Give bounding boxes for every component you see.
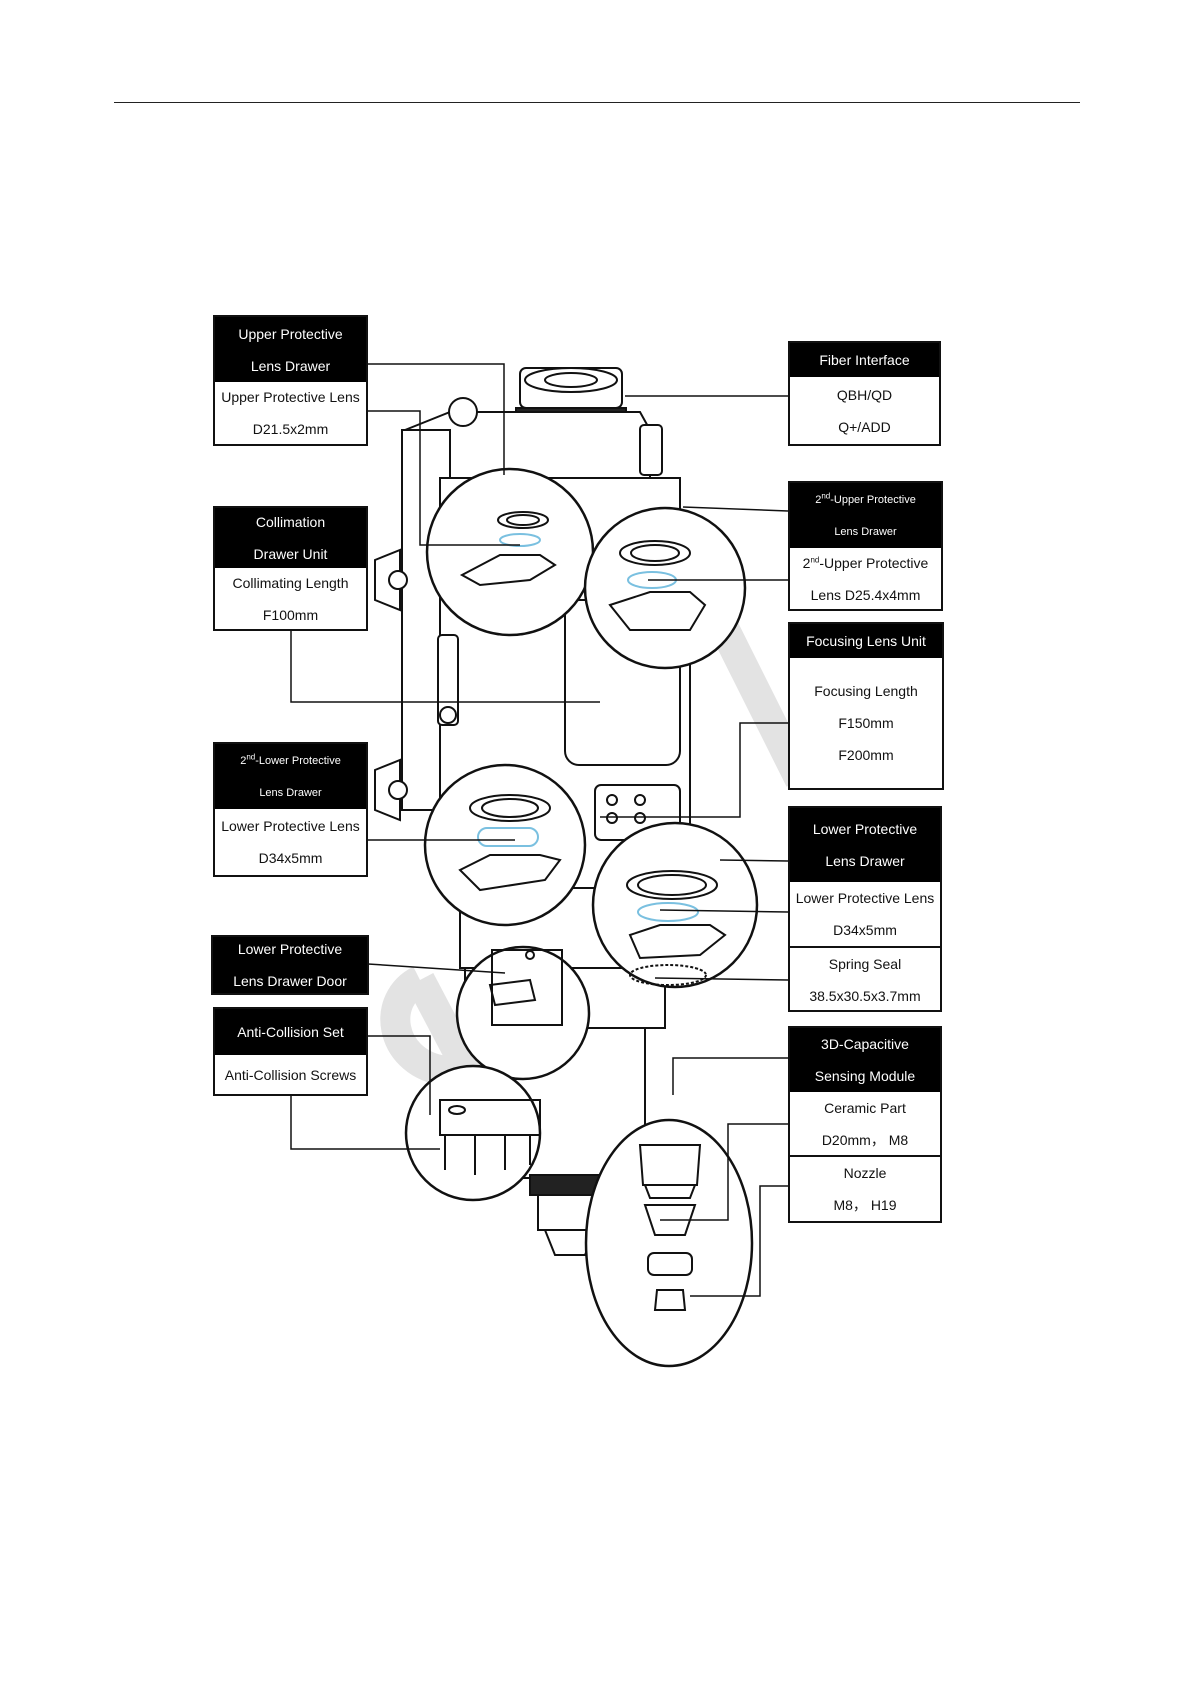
- row-text: Focusing Length: [814, 683, 918, 699]
- callout-header: Anti-Collision Set: [215, 1009, 366, 1055]
- row-text: Anti-Collision Screws: [224, 1066, 357, 1083]
- row-text: D34x5mm: [258, 850, 323, 866]
- title-line-2: Drawer Unit: [253, 546, 328, 562]
- title-line-1: Lower Protective: [237, 941, 343, 957]
- callout-row: Focusing Length F150mm F200mm: [790, 658, 942, 788]
- circle-contents: [439, 511, 727, 1311]
- ordinal-suffix: nd: [810, 554, 820, 564]
- callout-row: Nozzle M8， H19: [790, 1155, 940, 1221]
- row-text: Lower Protective Lens: [795, 890, 935, 906]
- row-text: Collimating Length: [232, 574, 349, 591]
- row-text: F100mm: [262, 606, 319, 623]
- title-text: -Lower Protective: [255, 754, 341, 767]
- callout-row: Lower Protective Lens D34x5mm: [790, 882, 940, 946]
- callout-row: Spring Seal 38.5x30.5x3.7mm: [790, 946, 940, 1012]
- title-line-1: Lower Protective: [812, 821, 918, 837]
- row-text: QBH/QD: [836, 386, 893, 403]
- title-line-2: Lens Drawer: [825, 853, 905, 869]
- callout-header: 2nd-Upper Protective Lens Drawer: [790, 483, 941, 548]
- title-line-1: Fiber Interface: [819, 352, 910, 368]
- leader-lines: [290, 363, 940, 1297]
- header-rule: [114, 102, 1080, 103]
- title-line-1: 2nd-Upper Protective: [815, 484, 916, 516]
- title-line-1: Anti-Collision Set: [237, 1024, 344, 1040]
- callout-row: 2nd-Upper Protective Lens D25.4x4mm: [790, 548, 941, 609]
- title-line-1: Collimation: [255, 514, 326, 530]
- callout-fiber-interface: Fiber Interface QBH/QD Q+/ADD: [788, 341, 941, 446]
- title-line-2: Lens Drawer Door: [233, 973, 347, 989]
- callout-row: QBH/QD Q+/ADD: [790, 377, 939, 444]
- row-text: D20mm， M8: [821, 1131, 909, 1148]
- row-text: 38.5x30.5x3.7mm: [809, 988, 921, 1004]
- title-line-1: Upper Protective: [238, 325, 343, 342]
- row-text: Lens D25.4x4mm: [810, 586, 921, 603]
- callout-header: Fiber Interface: [790, 343, 939, 377]
- row-text-part: -Upper Protective: [819, 554, 929, 571]
- row-text: Nozzle: [843, 1165, 887, 1181]
- row-text: D21.5x2mm: [252, 421, 329, 437]
- callout-header: Lower Protective Lens Drawer Door: [213, 937, 367, 993]
- callout-upper-protective-drawer: Upper Protective Lens Drawer Upper Prote…: [213, 315, 368, 446]
- callout-header: 2nd-Lower Protective Lens Drawer: [215, 744, 366, 809]
- callout-lower-protective-drawer: Lower Protective Lens Drawer Lower Prote…: [788, 806, 942, 1012]
- title-line-2: Lens Drawer: [250, 357, 331, 374]
- callout-focusing-lens-unit: Focusing Lens Unit Focusing Length F150m…: [788, 622, 944, 790]
- callout-row: Anti-Collision Screws: [215, 1055, 366, 1094]
- row-text: M8， H19: [833, 1197, 897, 1213]
- row-text: Q+/ADD: [838, 418, 891, 435]
- callout-second-upper-protective: 2nd-Upper Protective Lens Drawer 2nd-Upp…: [788, 481, 943, 611]
- row-text: Ceramic Part: [824, 1099, 906, 1116]
- callout-header: 3D-Capacitive Sensing Module: [790, 1028, 940, 1092]
- callout-header: Focusing Lens Unit: [790, 624, 942, 658]
- row-text: Lower Protective Lens: [221, 818, 360, 834]
- title-text: -Upper Protective: [830, 493, 916, 506]
- callout-collimation-drawer: Collimation Drawer Unit Collimating Leng…: [213, 506, 368, 631]
- ordinal-suffix: nd: [246, 751, 256, 761]
- callout-second-lower-protective: 2nd-Lower Protective Lens Drawer Lower P…: [213, 742, 368, 877]
- title-line-2: Sensing Module: [814, 1068, 916, 1084]
- title-line-1: 2nd-Lower Protective: [240, 745, 341, 777]
- title-line-2: Lens Drawer: [834, 525, 897, 538]
- row-text: F150mm: [838, 715, 894, 731]
- row-text: 2nd-Upper Protective: [803, 547, 929, 579]
- row-text: D34x5mm: [833, 922, 897, 938]
- callout-header: Upper Protective Lens Drawer: [215, 317, 366, 382]
- callout-anti-collision-set: Anti-Collision Set Anti-Collision Screws: [213, 1007, 368, 1096]
- ordinal-suffix: nd: [821, 490, 831, 500]
- callout-capacitive-sensing-module: 3D-Capacitive Sensing Module Ceramic Par…: [788, 1026, 942, 1223]
- ordinal: 2: [815, 493, 822, 506]
- row-text: Upper Protective Lens: [221, 389, 360, 405]
- callout-lower-drawer-door: Lower Protective Lens Drawer Door: [211, 935, 369, 995]
- ordinal: 2: [240, 754, 247, 767]
- callout-row: Lower Protective Lens D34x5mm: [215, 809, 366, 875]
- callout-row: Collimating Length F100mm: [215, 568, 366, 629]
- ordinal: 2: [802, 554, 811, 571]
- callout-row: Upper Protective Lens D21.5x2mm: [215, 382, 366, 444]
- row-text: Spring Seal: [828, 956, 902, 972]
- title-line-1: 3D-Capacitive: [821, 1036, 909, 1052]
- row-text: F200mm: [838, 747, 894, 763]
- callout-header: Lower Protective Lens Drawer: [790, 808, 940, 882]
- callout-header: Collimation Drawer Unit: [215, 508, 366, 568]
- title-line-2: Lens Drawer: [259, 786, 322, 799]
- title-line-1: Focusing Lens Unit: [806, 633, 926, 649]
- callout-row: Ceramic Part D20mm， M8: [790, 1092, 940, 1155]
